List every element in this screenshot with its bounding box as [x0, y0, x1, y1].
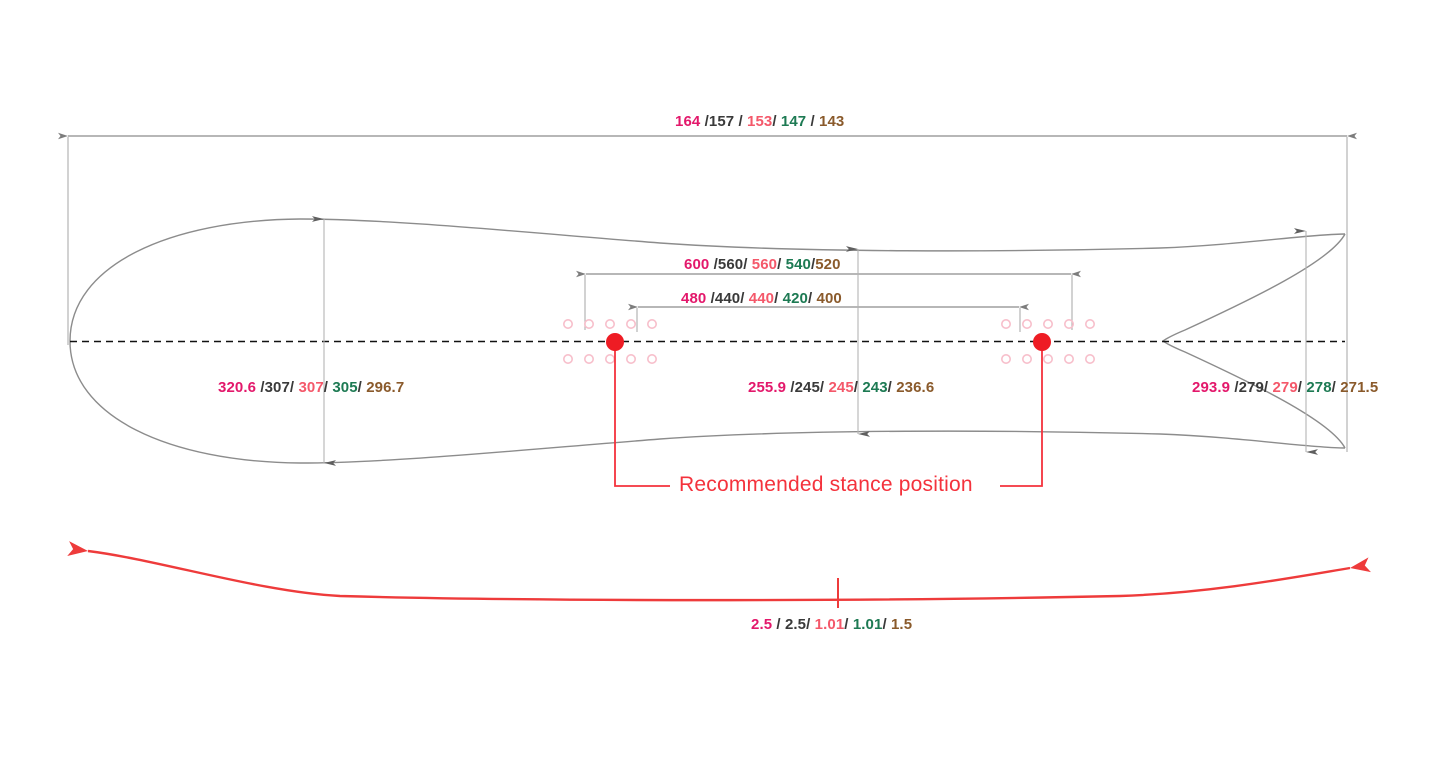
waist-width-label: 255.9 /245/ 245/ 243/ 236.6 [748, 379, 935, 396]
insert-pattern-left [562, 318, 657, 364]
camber-label: 2.5 / 2.5/ 1.01/ 1.01/ 1.5 [751, 616, 913, 633]
stance-marker-left [606, 333, 624, 351]
stance-marker-right [1033, 333, 1051, 351]
nose-width-label: 320.6 /307/ 307/ 305/ 296.7 [218, 379, 405, 396]
overall-length-dimension [58, 132, 1357, 452]
insert-pattern-right [1000, 318, 1096, 364]
tail-width-label: 293.9 /279/ 279/ 278/ 271.5 [1192, 379, 1379, 396]
stance-leader-left [606, 333, 670, 487]
inner-stance-dimension [628, 303, 1029, 332]
overall-length-label: 164 /157 / 153/ 147 / 143 [675, 113, 845, 130]
recommended-stance-caption: Recommended stance position [679, 473, 973, 496]
inner-stance-label: 480 /440/ 440/ 420/ 400 [681, 290, 842, 307]
stance-leader-right [1000, 333, 1051, 487]
outer-stance-label: 600 /560/ 560/ 540/520 [684, 256, 841, 273]
camber-profile [67, 541, 1371, 608]
